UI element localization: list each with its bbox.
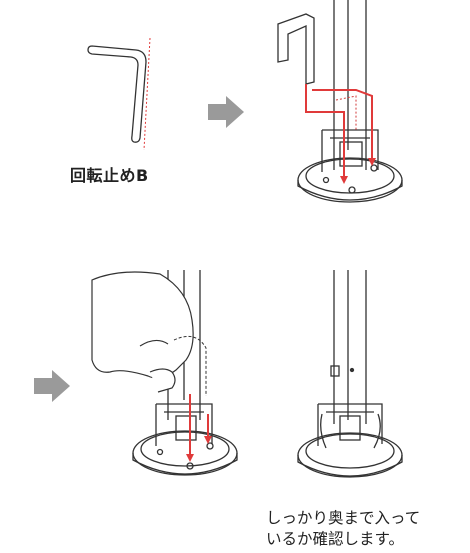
insertion-guide: [305, 84, 376, 184]
right-arrow-icon: [208, 96, 244, 128]
check-note-line-1: しっかり奥まで入って: [266, 509, 421, 527]
pole-base-icon: [132, 270, 238, 476]
pole-base-icon: [277, 0, 403, 203]
insertion-guide: [186, 394, 212, 462]
check-note-line-2: いるか確認します。: [266, 530, 404, 548]
pole-base-icon: [297, 270, 403, 478]
part-label: 回転止めB: [70, 166, 149, 185]
check-note: しっかり奥まで入って いるか確認します。: [266, 508, 466, 550]
right-arrow-icon: [34, 370, 70, 402]
hex-key-icon: [87, 37, 151, 151]
hand-icon: [91, 271, 194, 393]
